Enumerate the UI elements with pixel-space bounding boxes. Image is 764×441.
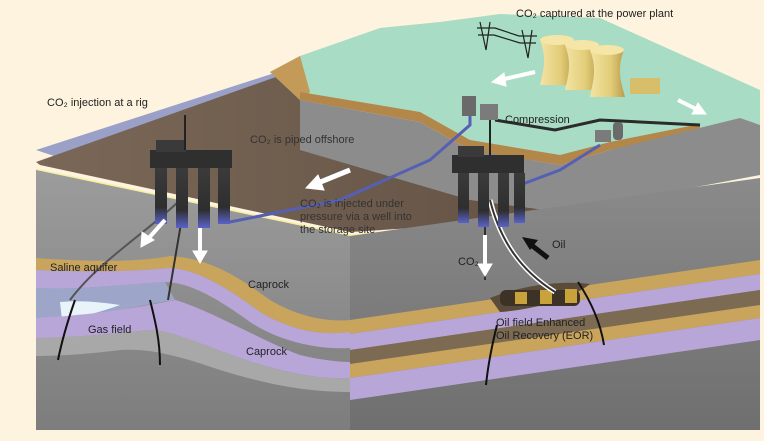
- label-co2-captured: CO₂ captured at the power plant: [516, 8, 674, 20]
- power-plant-building: [630, 78, 660, 94]
- label-co2-injected-line1: CO₂ is injected under: [300, 198, 404, 210]
- compressor-box-1: [480, 104, 498, 120]
- compressor-box-2: [595, 130, 611, 142]
- cooling-tower-3: [590, 50, 625, 97]
- label-co2-injected: CO₂ is injected under pressure via a wel…: [300, 198, 440, 237]
- cooling-tower-1-top: [540, 35, 574, 45]
- onshore-pipeline: [494, 118, 701, 132]
- land-cliff-face: [300, 100, 760, 212]
- arrow-co2-down: [477, 235, 493, 277]
- fault-line-4: [577, 281, 605, 346]
- cooling-tower-2: [565, 45, 600, 90]
- oil-pipe-band-2: [540, 290, 552, 304]
- compressor-tank-1: [462, 96, 476, 116]
- arrow-plant-to-compression: [490, 70, 536, 87]
- land-ridge-strata: [270, 56, 310, 100]
- label-co2-injection-rig: CO₂ injection at a rig: [47, 97, 148, 109]
- caprock-layer-upper-left: [36, 268, 350, 349]
- rig-left-leg-4: [218, 168, 230, 224]
- label-co2-injected-line3: the storage site: [300, 224, 376, 236]
- cooling-tower-3-top: [590, 45, 624, 55]
- caprock-layer-lower-right: [350, 318, 760, 400]
- arrow-piped-offshore: [304, 167, 351, 191]
- offshore-pipeline: [229, 108, 472, 224]
- label-co2: CO₂: [458, 256, 479, 268]
- cooling-tower-2-top: [565, 40, 599, 50]
- rock-layer-left: [36, 330, 350, 392]
- rig-right-deck: [452, 155, 524, 173]
- label-compression: Compression: [505, 114, 570, 126]
- rig-left-leg-2: [176, 168, 188, 228]
- fault-line-2: [149, 299, 161, 366]
- eor-well-inner: [489, 199, 556, 293]
- oil-pipe-band-1: [515, 292, 527, 304]
- pipeline-to-rig-right: [519, 143, 601, 187]
- label-eor-line1: Oil field Enhanced: [496, 317, 586, 329]
- compressor-tank-2: [613, 122, 623, 140]
- land-surface: [270, 14, 760, 165]
- oil-layer-right: [350, 290, 760, 364]
- label-co2-piped-offshore: CO₂ is piped offshore: [250, 134, 355, 146]
- rig-right: [452, 120, 525, 227]
- label-saline-aquifer: Saline aquifer: [50, 262, 118, 274]
- label-gas-field: Gas field: [88, 324, 132, 336]
- label-caprock-lower: Caprock: [246, 346, 287, 358]
- label-caprock-upper: Caprock: [248, 279, 289, 291]
- rig-right-leg-1: [458, 173, 469, 223]
- arrow-inject-center: [192, 228, 208, 264]
- rig-left-leg-1: [155, 168, 167, 224]
- cooling-tower-1: [540, 40, 575, 85]
- reservoir-layer-right: [350, 305, 760, 378]
- arrow-plant-to-right: [677, 98, 707, 115]
- rig-left-leg-3: [198, 168, 210, 228]
- caprock-layer-upper-right: [350, 274, 760, 350]
- rig-right-leg-3: [498, 173, 509, 227]
- label-eor-line2: Oil Recovery (EOR): [496, 330, 594, 342]
- arrow-inject-left: [140, 218, 167, 248]
- rig-left-deck: [150, 150, 232, 168]
- rig-left-module: [156, 140, 186, 152]
- injection-well-gas: [69, 199, 181, 301]
- power-pylons: [477, 21, 537, 59]
- fault-line-3: [485, 324, 498, 386]
- rig-left: [150, 115, 232, 228]
- rig-right-leg-4: [514, 173, 525, 223]
- oil-pipe-band-3: [565, 289, 577, 303]
- label-eor: Oil field Enhanced Oil Recovery (EOR): [496, 317, 626, 343]
- label-co2-injected-line2: pressure via a well into: [300, 211, 412, 223]
- oil-arrow: [522, 237, 550, 260]
- fault-line-1: [57, 299, 76, 361]
- rig-right-module: [458, 146, 484, 157]
- rig-right-leg-2: [478, 173, 489, 227]
- caprock-layer-lower-left: [36, 300, 350, 379]
- flow-arrows: [140, 70, 707, 277]
- label-oil: Oil: [552, 239, 566, 251]
- sandstone-layer-left: [36, 256, 350, 334]
